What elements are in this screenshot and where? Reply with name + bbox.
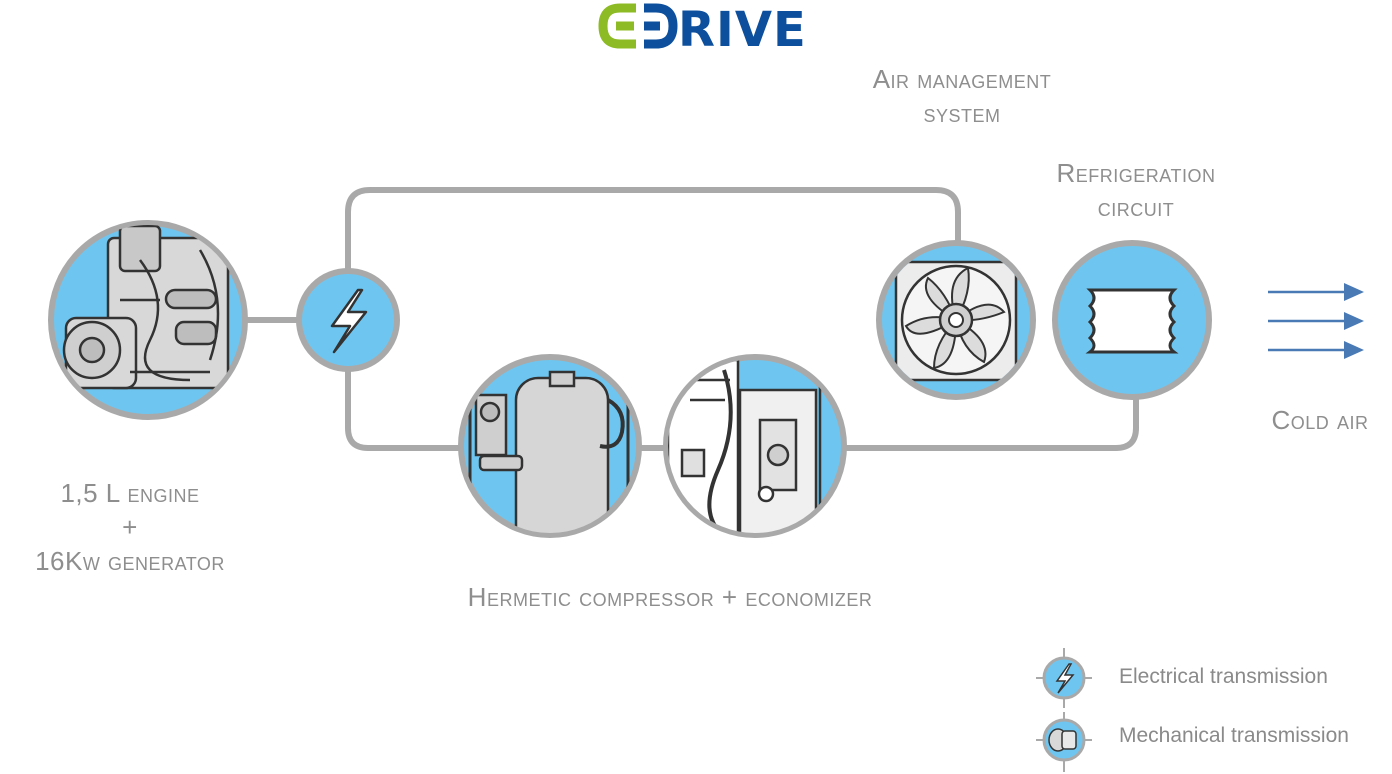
engine-generator-node [48, 220, 248, 420]
hermetic-compressor-node [458, 354, 642, 538]
logo-d-mark [644, 3, 678, 49]
electrical-transmission-node [296, 268, 400, 372]
compressor-icon [468, 370, 630, 533]
cold-air-label: Cold air [1250, 403, 1390, 437]
engine-label-line3: 16Kw generator [35, 546, 225, 576]
coil-icon [1085, 288, 1179, 354]
legend-electrical-icon [1036, 648, 1092, 708]
refrigeration-label: Refrigeration circuit [1014, 156, 1258, 224]
logo-e-mark [598, 3, 636, 49]
air-management-node [876, 240, 1036, 400]
fan-icon [894, 260, 1018, 382]
cold-air-arrows [1268, 283, 1364, 359]
air-label-line1: Air management [872, 64, 1052, 94]
air-management-label: Air management system [830, 62, 1094, 130]
compressor-label-text: Hermetic compressor + economizer [467, 582, 873, 612]
economizer-node [663, 354, 847, 538]
refrigeration-circuit-node [1052, 240, 1212, 400]
engine-label-line1: 1,5 L engine [60, 478, 200, 508]
edrive-logo: RIVE [598, 2, 807, 54]
logo-wordmark: RIVE [678, 2, 807, 54]
cold-air-label-text: Cold air [1271, 405, 1369, 435]
lightning-icon [330, 288, 368, 354]
compressor-label: Hermetic compressor + economizer [380, 580, 960, 614]
legend-mechanical-label: Mechanical transmission [1119, 724, 1349, 747]
engine-label-line2: + [122, 512, 138, 542]
connection-lines [237, 187, 1139, 451]
air-label-line2: system [923, 98, 1001, 128]
refrig-label-line2: circuit [1097, 192, 1175, 222]
legend-mechanical-icon [1036, 712, 1092, 772]
refrig-label-line1: Refrigeration [1056, 158, 1216, 188]
engine-icon [62, 225, 230, 390]
legend-electrical-label: Electrical transmission [1119, 665, 1328, 688]
engine-label: 1,5 L engine + 16Kw generator [0, 476, 260, 578]
